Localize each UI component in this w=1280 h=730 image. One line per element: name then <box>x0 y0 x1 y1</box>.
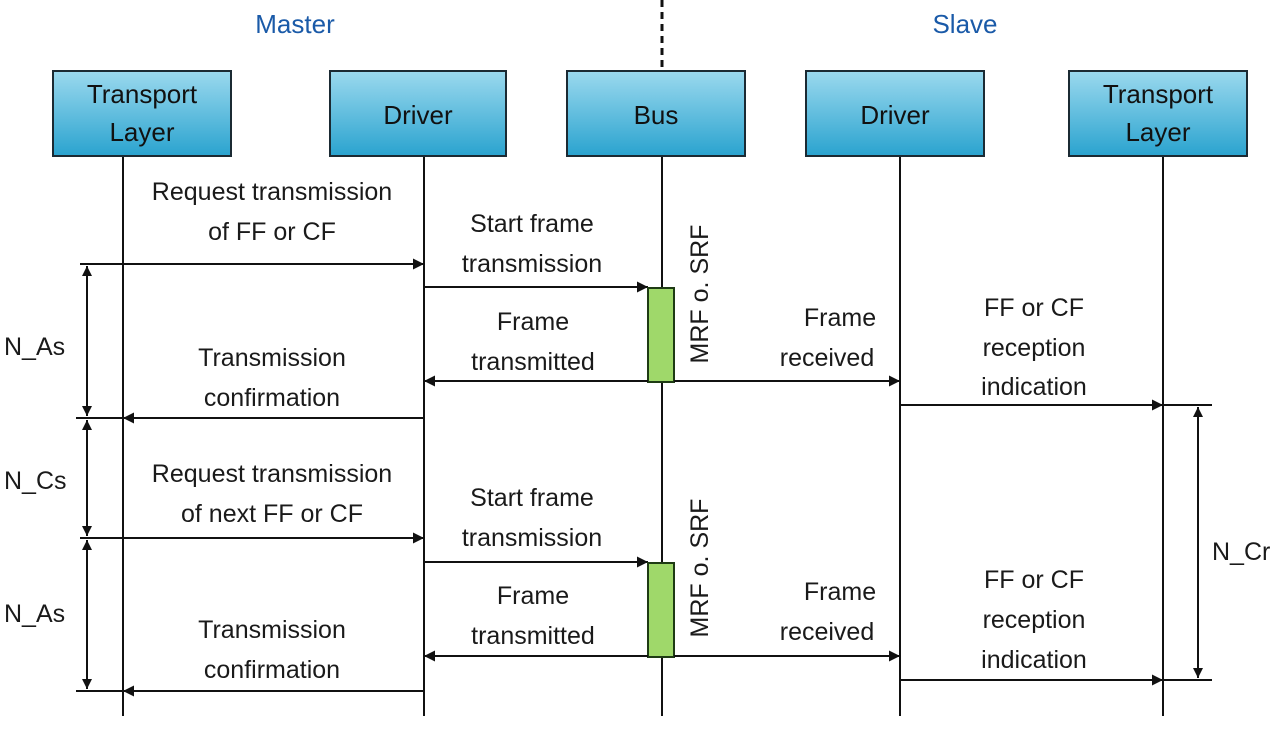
start-label: Start frame <box>470 210 594 238</box>
lane-label: Transport <box>1103 79 1214 109</box>
confirmation-label: Transmission <box>198 344 346 372</box>
indication-label: reception <box>983 606 1086 634</box>
master-label: Master <box>255 9 335 39</box>
received-label: received <box>780 344 875 372</box>
transmitted-label: Frame <box>497 582 569 610</box>
lane-box-slave-transport: Transport Layer <box>1068 70 1248 157</box>
lane-label: Layer <box>1125 117 1190 147</box>
confirmation-label: confirmation <box>204 656 340 684</box>
confirmation-label: Transmission <box>198 616 346 644</box>
start-label: Start frame <box>470 484 594 512</box>
start-label: transmission <box>462 524 602 552</box>
lane-box-master-driver: Driver <box>329 70 507 157</box>
lane-box-master-transport: Transport Layer <box>52 70 232 157</box>
cycle-1: Request transmission of FF or CF Start f… <box>80 178 1163 424</box>
confirmation-label: confirmation <box>204 384 340 412</box>
request-label: Request transmission <box>152 178 392 206</box>
transmitted-label: transmitted <box>471 348 595 376</box>
transmitted-label: Frame <box>497 308 569 336</box>
indication-label: reception <box>983 334 1086 362</box>
lane-box-bus: Bus <box>566 70 746 157</box>
received-label: Frame <box>804 578 876 606</box>
lane-label: Transport <box>87 79 198 109</box>
lane-label: Driver <box>860 100 930 130</box>
transmitted-label: transmitted <box>471 622 595 650</box>
bus-frame-label: MRF o. SRF <box>686 499 714 638</box>
slave-label: Slave <box>932 9 997 39</box>
timers: N_As N_Cs N_As N_Cr <box>4 266 1270 692</box>
lane-label: Driver <box>383 100 453 130</box>
request-label: of next FF or CF <box>181 500 363 528</box>
n-cs-label: N_Cs <box>4 467 67 495</box>
indication-label: FF or CF <box>984 294 1084 322</box>
bus-frame-block <box>647 287 675 383</box>
received-label: Frame <box>804 304 876 332</box>
n-as-1-label: N_As <box>4 333 65 361</box>
indication-label: FF or CF <box>984 566 1084 594</box>
lane-box-slave-driver: Driver <box>805 70 985 157</box>
request-label: Request transmission <box>152 460 392 488</box>
n-as-2-label: N_As <box>4 600 65 628</box>
lifelines <box>122 156 1164 716</box>
received-label: received <box>780 618 875 646</box>
indication-label: indication <box>981 646 1087 674</box>
lane-label: Layer <box>109 117 174 147</box>
lane-label: Bus <box>634 100 679 130</box>
start-label: transmission <box>462 250 602 278</box>
bus-frame-block <box>647 562 675 658</box>
indication-label: indication <box>981 373 1087 401</box>
cycle-2: Request transmission of next FF or CF St… <box>80 460 1163 697</box>
request-label: of FF or CF <box>208 218 336 246</box>
n-cr-label: N_Cr <box>1212 538 1270 566</box>
bus-frame-label: MRF o. SRF <box>686 225 714 364</box>
